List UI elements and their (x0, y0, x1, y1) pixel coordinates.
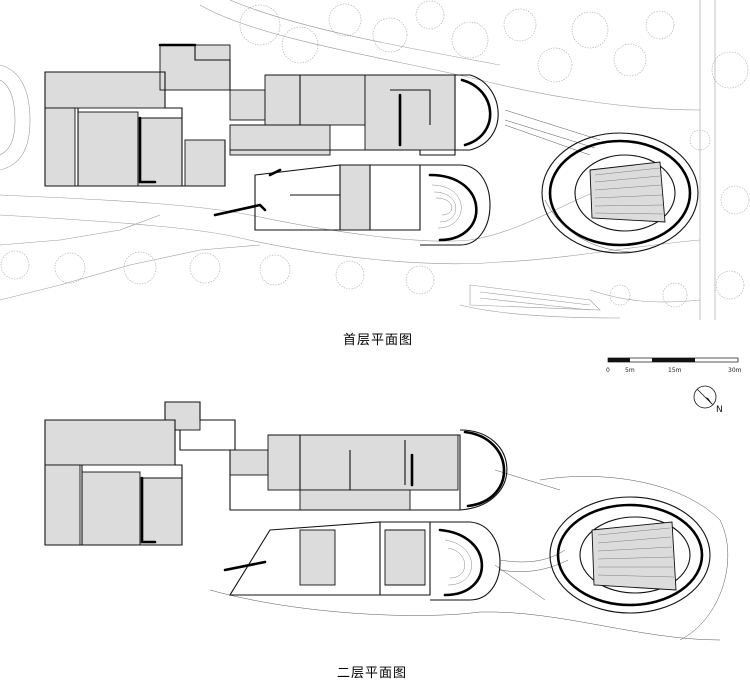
second-building (44, 401, 711, 614)
scale-label-30m: 30m (728, 367, 742, 374)
north-arrow-icon: N (693, 385, 723, 415)
scale-label-0: 0 (606, 367, 610, 374)
north-label: N (716, 405, 723, 415)
scale-bar: 0 5m 15m 30m (606, 357, 742, 374)
second-floor-caption: 二层平面图 (337, 666, 407, 681)
ground-building (44, 43, 699, 254)
ground-floor-caption: 首层平面图 (343, 333, 413, 348)
ground-site-context (0, 0, 716, 320)
scale-label-5m: 5m (625, 367, 635, 374)
ground-floor-plan: 首层平面图 (0, 0, 750, 348)
second-floor-plan: 二层平面图 (44, 401, 728, 681)
second-site-context (209, 469, 728, 641)
scale-label-15m: 15m (668, 367, 682, 374)
ground-trees (0, 0, 750, 308)
